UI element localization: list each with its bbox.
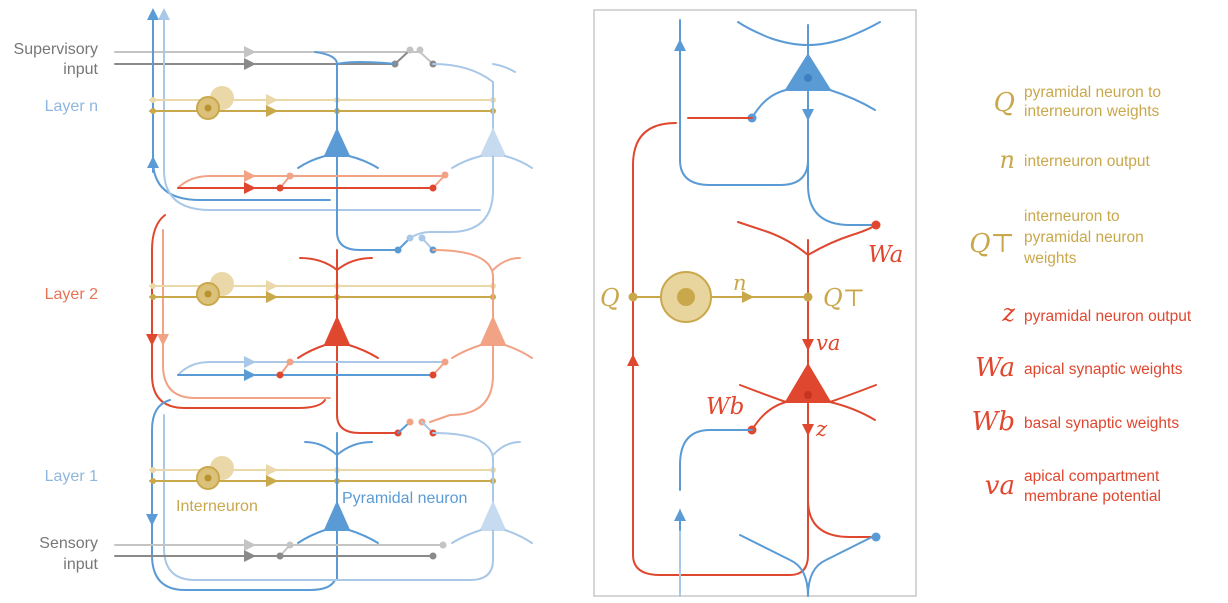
zoom-diagram [627,19,881,597]
zoom-pyramidal-main [784,363,832,403]
zoom-box [593,9,917,597]
legend-sym-z: z [1001,299,1015,327]
label-n: n [733,271,747,295]
layer-2-label: Layer 2 [45,286,98,303]
label-Q: Q [600,284,620,312]
pyramidal-neuron-1 [323,500,351,531]
left-labels: Supervisory input Layer n Layer 2 Layer … [14,41,468,573]
pyramidal-neuron-2 [323,315,351,346]
legend-desc-z: pyramidal neuron output [1024,308,1192,325]
legend-sym-Wb: Wb [972,407,1015,437]
legend-desc-va-2: membrane potential [1024,488,1161,505]
layer-n-label: Layer n [45,98,98,115]
legend-sym-n: n [1000,146,1015,174]
legend-desc-Wb: basal synaptic weights [1024,415,1179,432]
pyramidal-neuron-label: Pyramidal neuron [342,490,467,507]
label-va: va [816,331,840,355]
pyramidal-neuron-n-light [479,127,507,157]
pyramidal-neuron-2-light [479,315,507,346]
zoom-labels: Q n Q⊤ va z Wa Wb [600,242,903,441]
legend-desc-QT-3: weights [1023,250,1077,267]
legend-sym-Q: Q [994,88,1015,118]
pyramidal-neuron-n [323,127,351,157]
legend-desc-va-1: apical compartment [1024,468,1160,485]
legend-desc-QT-1: interneuron to [1024,208,1120,225]
layer-1-label: Layer 1 [45,468,98,485]
pyramidal-neuron-1-light [479,500,507,531]
legend-desc-Wa: apical synaptic weights [1024,361,1183,378]
legend-desc-Q-2: interneuron weights [1024,103,1160,120]
label-Wb: Wb [706,394,744,420]
legend-sym-Wa: Wa [975,353,1015,383]
sensory-input-label-1: Sensory [39,535,98,552]
supervisory-input-label-2: input [63,61,98,78]
legend-sym-va: va [985,471,1015,501]
zoom-pyramidal-top [784,53,832,91]
legend-desc-Q-1: pyramidal neuron to [1024,84,1161,101]
legend: Q pyramidal neuron to interneuron weight… [969,84,1192,505]
interneuron-label: Interneuron [176,498,258,515]
supervisory-input-label-1: Supervisory [14,41,98,58]
label-z: z [815,417,828,441]
legend-desc-n: interneuron output [1024,153,1151,170]
legend-desc-QT-2: pyramidal neuron [1024,229,1144,246]
left-network-diagram [114,8,533,591]
sensory-input-label-2: input [63,556,98,573]
label-QT: Q⊤ [823,284,865,312]
label-Wa: Wa [868,242,903,268]
legend-sym-QT: Q⊤ [969,229,1015,259]
